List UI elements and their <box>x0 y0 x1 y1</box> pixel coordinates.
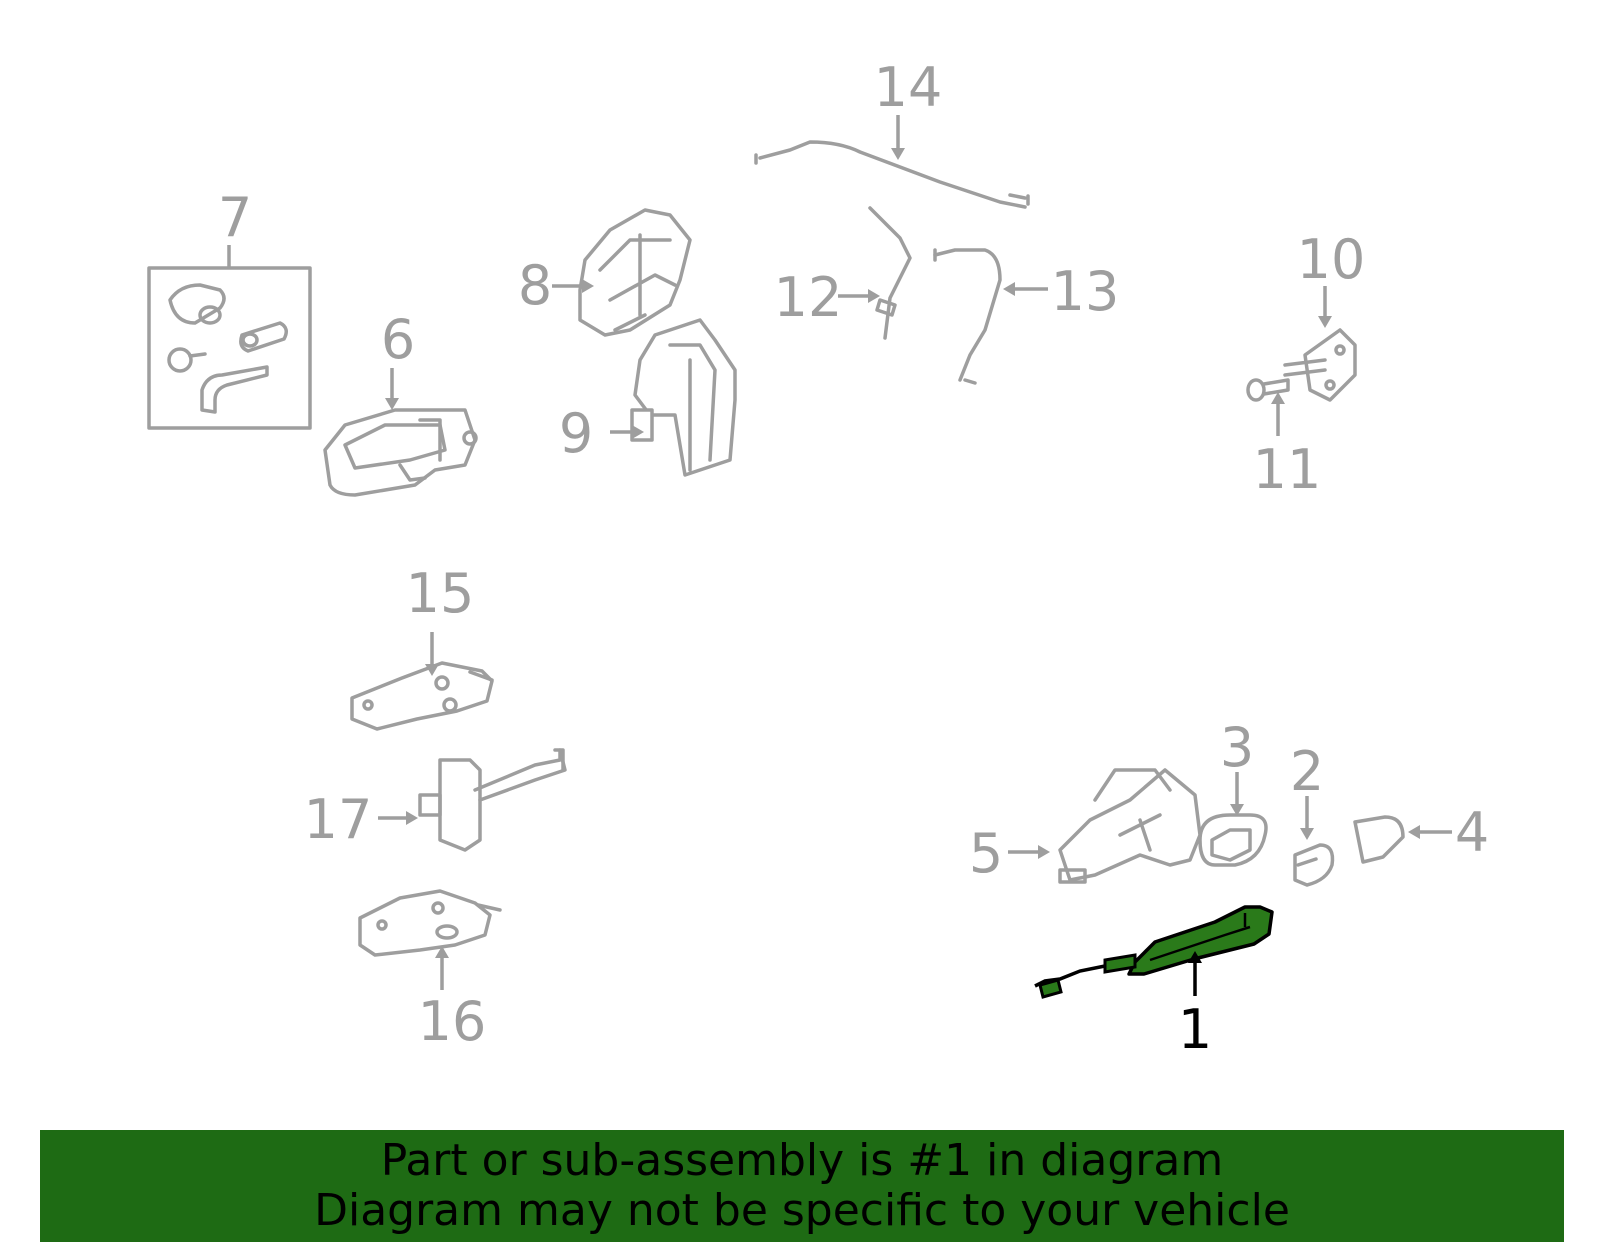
part-11-striker-bolt[interactable] <box>1246 378 1290 402</box>
callout-16: 16 <box>418 990 487 1053</box>
callout-6: 6 <box>381 308 415 371</box>
part-1-outside-door-handle[interactable] <box>1034 905 1274 999</box>
part-7-lock-cylinder-kit[interactable] <box>147 266 312 430</box>
part-16-lower-hinge[interactable] <box>358 889 502 957</box>
banner-line-1: Part or sub-assembly is #1 in diagram <box>380 1135 1224 1186</box>
part-5-handle-bracket[interactable] <box>1058 768 1202 884</box>
part-17-door-check[interactable] <box>418 748 567 852</box>
part-8-door-latch-actuator[interactable] <box>578 208 692 337</box>
callout-17: 17 <box>304 788 373 851</box>
callout-12: 12 <box>774 266 843 329</box>
callout-5: 5 <box>969 822 1003 885</box>
callout-8: 8 <box>518 254 552 317</box>
callout-3: 3 <box>1220 716 1254 779</box>
callout-7: 7 <box>218 186 252 249</box>
part-4-handle-cover[interactable] <box>1353 815 1405 864</box>
callout-11: 11 <box>1253 438 1322 501</box>
part-3-handle-bezel[interactable] <box>1198 813 1268 867</box>
part-2-key-cylinder-cap[interactable] <box>1293 843 1335 887</box>
callout-1: 1 <box>1178 998 1212 1061</box>
part-15-upper-hinge[interactable] <box>350 661 494 731</box>
part-6-inside-handle[interactable] <box>323 408 478 497</box>
callout-13: 13 <box>1051 260 1120 323</box>
info-banner: Part or sub-assembly is #1 in diagram Di… <box>40 1130 1564 1242</box>
callout-9: 9 <box>559 402 593 465</box>
part-10-striker[interactable] <box>1283 328 1357 402</box>
callout-10: 10 <box>1297 228 1366 291</box>
callout-15: 15 <box>406 562 475 625</box>
callout-2: 2 <box>1290 740 1324 803</box>
part-9-module-housing[interactable] <box>630 318 737 477</box>
part-14-release-cable[interactable] <box>754 140 1030 209</box>
part-12-actuator-rod[interactable] <box>868 206 912 340</box>
callout-14: 14 <box>874 56 943 119</box>
banner-line-2: Diagram may not be specific to your vehi… <box>314 1185 1290 1236</box>
callout-4: 4 <box>1455 801 1489 864</box>
part-13-lock-cable[interactable] <box>933 248 1002 385</box>
